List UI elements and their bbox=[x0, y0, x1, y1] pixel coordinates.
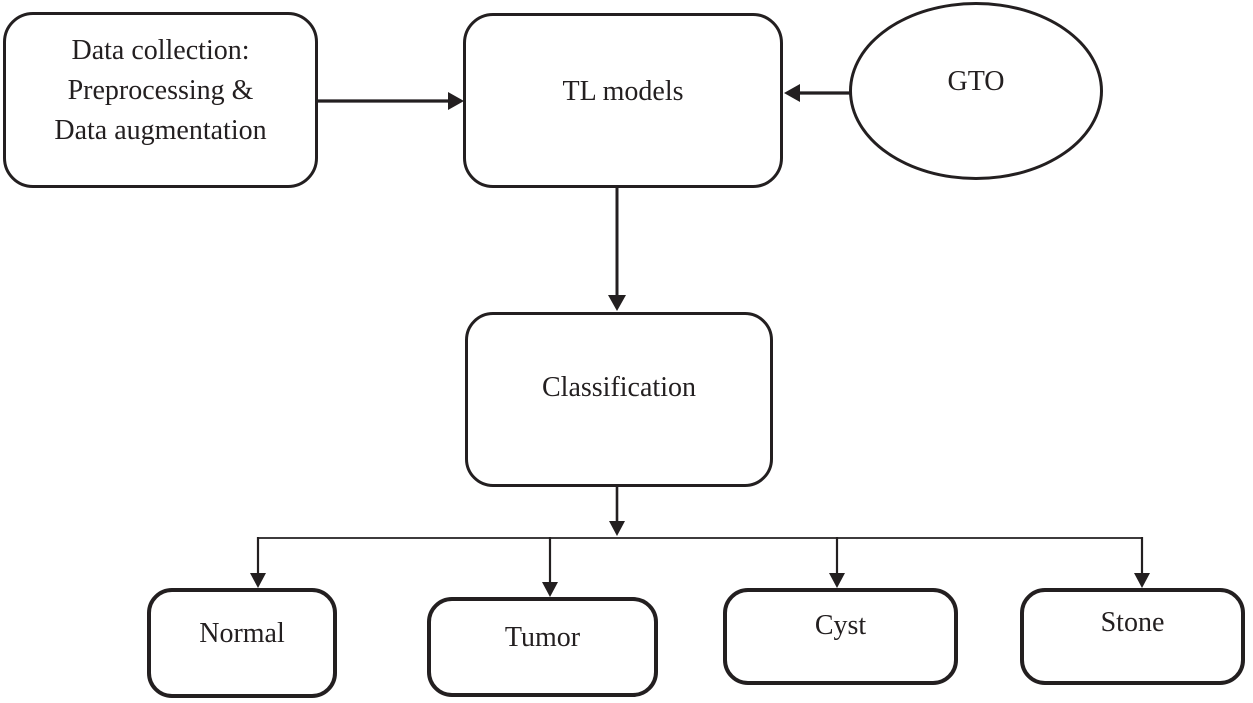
node-classification: Classification bbox=[465, 312, 773, 487]
edge-tl-models-to-classification bbox=[608, 188, 626, 311]
edge-classification-to-cyst bbox=[829, 537, 845, 588]
node-label: Cyst bbox=[814, 609, 867, 641]
node-label-line: Data augmentation bbox=[54, 115, 267, 146]
edge-gto-to-tl-models bbox=[784, 84, 851, 102]
node-gto: GTO bbox=[849, 2, 1103, 180]
edge-classification-to-tumor bbox=[542, 537, 558, 597]
node-label: Stone bbox=[1100, 606, 1165, 638]
node-label: Normal bbox=[199, 618, 285, 649]
node-label-line: Preprocessing & bbox=[67, 75, 254, 106]
edge-classification-to-branch-line bbox=[609, 487, 625, 536]
edge-classification-to-normal bbox=[250, 537, 266, 588]
node-label: Classification bbox=[542, 371, 696, 403]
edge-data-collection-to-tl-models bbox=[318, 92, 464, 110]
node-label-line: Data collection: bbox=[71, 35, 250, 66]
node-stone: Stone bbox=[1020, 588, 1245, 685]
edge-classification-to-stone bbox=[1134, 537, 1150, 588]
node-normal: Normal bbox=[147, 588, 337, 698]
node-data-collection: Data collection: Preprocessing & Data au… bbox=[3, 12, 318, 188]
node-tl-models: TL models bbox=[463, 13, 783, 188]
node-label: Tumor bbox=[504, 622, 581, 653]
node-cyst: Cyst bbox=[723, 588, 958, 685]
node-label: TL models bbox=[562, 75, 684, 107]
node-tumor: Tumor bbox=[427, 597, 658, 697]
node-label: GTO bbox=[947, 66, 1005, 97]
node-label: Data collection: Preprocessing & Data au… bbox=[54, 31, 266, 151]
